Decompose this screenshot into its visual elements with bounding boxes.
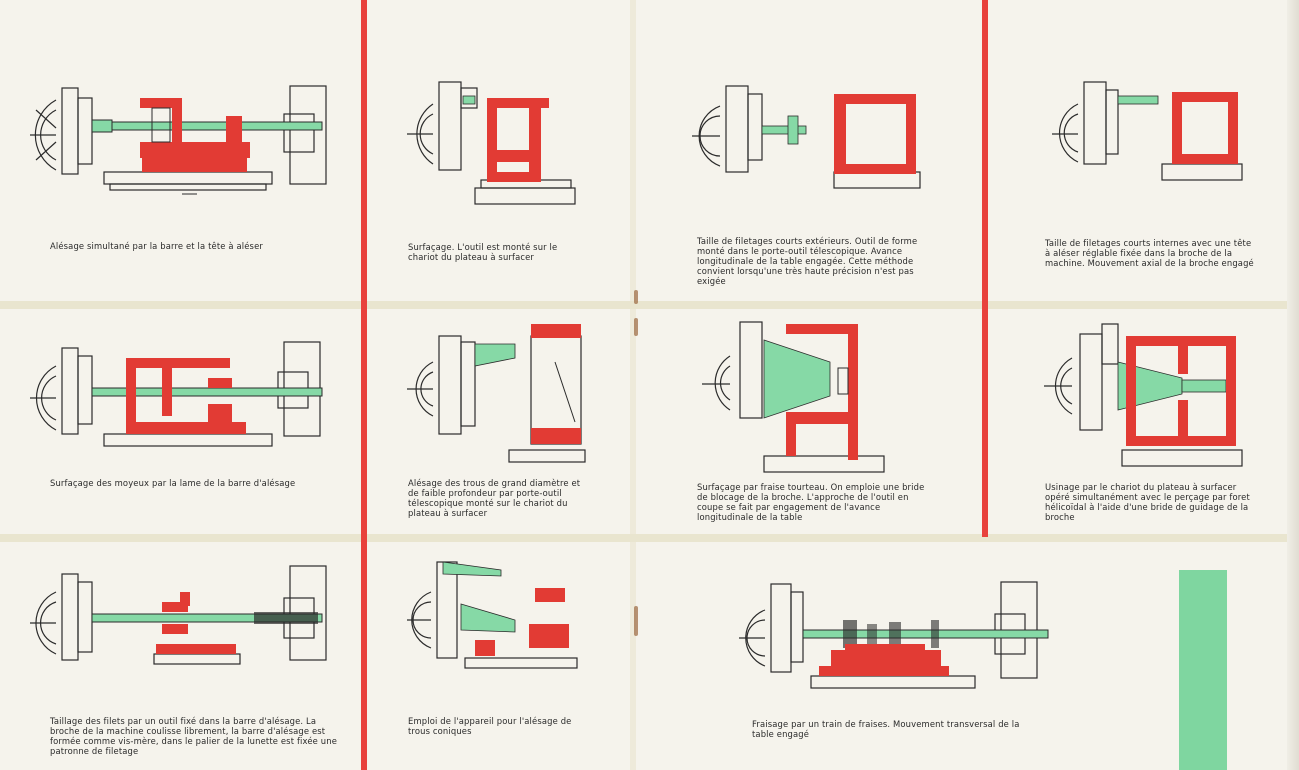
caption: Surfaçage par fraise tourteau. On emploi…	[697, 482, 925, 522]
machining-diagram	[407, 324, 586, 463]
panel-thread-cutting-bar	[22, 562, 342, 672]
caption: Usinage par le chariot du plateau à surf…	[1045, 482, 1250, 522]
machining-diagram	[30, 85, 327, 195]
panel-facing-plate	[405, 78, 585, 213]
machining-diagram	[30, 565, 327, 665]
panel-gang-milling	[735, 580, 1055, 700]
panel-large-bore	[405, 322, 590, 467]
panel-boring-bar-and-head	[22, 70, 342, 200]
caption: Emploi de l'appareil pour l'alésage de t…	[408, 716, 572, 736]
caption: Fraisage par un train de fraises. Mouvem…	[752, 719, 1020, 739]
caption: Alésage simultané par la barre et la têt…	[50, 241, 263, 251]
fold-band-bottom	[0, 534, 1290, 542]
rust-stain	[634, 290, 638, 304]
caption: Surfaçage des moyeux par la lame de la b…	[50, 478, 296, 488]
machining-diagram	[407, 81, 576, 205]
fold-band-vertical	[630, 0, 636, 770]
machining-diagram	[702, 321, 885, 473]
panel-face-mill	[700, 318, 895, 478]
machining-diagram	[1052, 81, 1243, 181]
machining-diagram	[692, 85, 921, 189]
panel-facing-drilling	[1042, 322, 1252, 472]
fold-band-top	[0, 301, 1290, 309]
rust-stain	[634, 318, 638, 336]
red-rule-right	[982, 0, 988, 537]
machining-diagram	[407, 561, 578, 669]
green-accent-block	[1179, 570, 1227, 770]
panel-external-threading	[688, 80, 928, 200]
machining-diagram	[739, 581, 1049, 689]
caption: Taillage des filets par un outil fixé da…	[50, 716, 338, 756]
caption: Taille de filetages courts internes avec…	[1045, 238, 1254, 268]
machining-diagram	[30, 341, 323, 447]
page-edge	[1287, 0, 1299, 770]
panel-hub-facing	[22, 322, 342, 452]
caption: Taille de filetages courts extérieurs. O…	[697, 236, 918, 286]
caption: Alésage des trous de grand diamètre et d…	[408, 478, 581, 518]
rust-stain	[634, 606, 638, 636]
red-rule-left	[361, 0, 367, 770]
panel-taper-bore	[405, 560, 585, 670]
panel-internal-threading	[1048, 78, 1248, 188]
caption: Surfaçage. L'outil est monté sur le char…	[408, 242, 558, 262]
machining-diagram	[1044, 323, 1243, 467]
